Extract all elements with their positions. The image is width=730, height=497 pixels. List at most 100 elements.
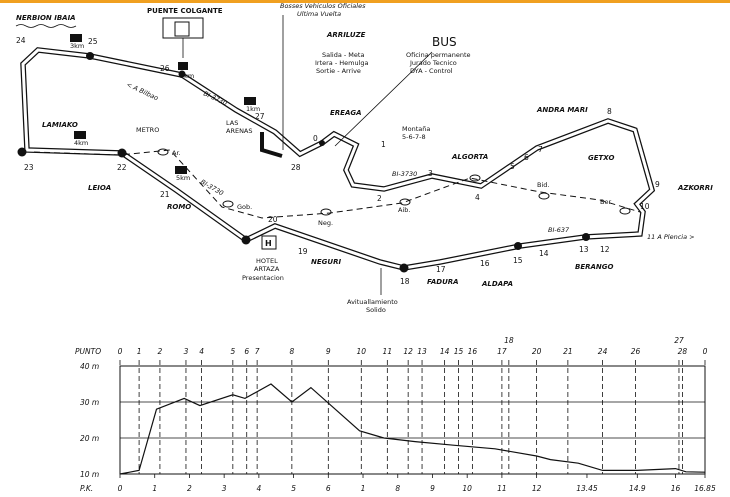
profile-pk-label: 16.85 (694, 484, 716, 493)
map (15, 15, 656, 295)
station-label-gob: Gob. (237, 203, 252, 211)
station-aib-icon (399, 198, 411, 206)
profile-punto-label: 15 (454, 347, 464, 356)
point-label-19: 19 (298, 247, 308, 256)
profile-pk-label: 4 (256, 484, 261, 493)
profile-pk-label: 13.45 (576, 484, 598, 493)
profile-top-axis-label: PUNTO (75, 347, 101, 356)
point-label-14: 14 (539, 249, 549, 258)
river-icon (15, 24, 77, 28)
label-montana: Montaña (402, 125, 430, 133)
profile-punto-label: 0 (118, 347, 123, 356)
label-montana-points: 5-6-7-8 (402, 133, 426, 141)
point-label-7: 7 (538, 145, 543, 154)
label-azkorri: AZKORRI (677, 184, 713, 192)
label-nerbion-ibaia: NERBION IBAIA (16, 14, 76, 22)
note-presentacion: Presentacion (242, 274, 284, 282)
label-metro: METRO (136, 126, 159, 134)
point-dot-20 (241, 235, 251, 245)
note-irtera: Irtera - Hemulga (315, 59, 369, 67)
km-label-1: 1km (246, 105, 260, 113)
profile-pk-label: 14.9 (629, 484, 646, 493)
point-label-8: 8 (607, 107, 612, 116)
km-flags (70, 34, 256, 174)
profile-punto-label: 13 (417, 347, 427, 356)
direction-bilbao: < A Bilbao (125, 81, 159, 103)
station-gob-icon (222, 200, 234, 208)
km-label-2: 2km (180, 72, 194, 80)
label-arenas: ARENAS (226, 127, 253, 135)
hotel-h-icon: H (265, 239, 272, 248)
profile-punto-label: 17 (497, 347, 507, 356)
profile-punto-label: 1 (137, 347, 142, 356)
profile-punto-label: 18 (504, 336, 514, 345)
profile-bottom-axis-label: P.K. (80, 484, 93, 493)
profile-frame (119, 365, 706, 475)
note-hotel: HOTEL (256, 257, 278, 265)
label-berango: BERANGO (575, 263, 614, 271)
point-label-13: 13 (579, 245, 589, 254)
note-sortie: Sortie - Arrive (316, 67, 361, 75)
point-label-9: 9 (655, 180, 660, 189)
profile-punto-label: 26 (631, 347, 641, 356)
profile-punto-label: 8 (289, 347, 294, 356)
direction-plencia: 11 A Plencia > (647, 233, 695, 241)
km-labels: 3km 2km 1km 4km 5km (70, 42, 260, 182)
point-label-3: 3 (428, 169, 433, 178)
km-flag-1-icon (244, 97, 256, 105)
profile-pk-label: 3 (222, 484, 227, 493)
label-neguri: NEGURI (311, 258, 341, 266)
note-salida: Salida - Meta (322, 51, 364, 59)
profile-punto-label: 12 (403, 347, 413, 356)
profile-punto-label: 5 (230, 347, 235, 356)
point-label-18: 18 (400, 277, 410, 286)
top-accent-bar (0, 0, 730, 3)
point-label-10: 10 (640, 202, 650, 211)
road-label-bi3730-a: BI-3730 (202, 90, 228, 108)
point-label-26: 26 (160, 64, 170, 73)
circuit-road-inner (21, 48, 654, 270)
point-label-0: 0 (313, 134, 318, 143)
km-label-4: 4km (74, 139, 88, 147)
point-label-25: 25 (88, 37, 98, 46)
station-label-bid: Bid. (537, 181, 549, 189)
label-aldapa: ALDAPA (481, 280, 513, 288)
circuit-road (20, 47, 656, 271)
profile-punto-label: 3 (184, 347, 189, 356)
note-avituallamiento: Avituallamiento (347, 298, 398, 306)
point-label-23: 23 (24, 163, 34, 172)
railway-line (33, 149, 641, 219)
road-label-bi637: BI-637 (548, 226, 570, 234)
point-label-5: 5 (510, 162, 515, 171)
point-label-22: 22 (117, 163, 127, 172)
note-bosses: Bosses Vehiculos Oficiales (280, 2, 366, 10)
point-label-17: 17 (436, 265, 446, 274)
label-fadura: FADURA (427, 278, 459, 286)
profile-punto-label: 6 (244, 347, 249, 356)
station-neg-icon (320, 208, 332, 216)
point-label-20: 20 (268, 215, 278, 224)
profile-punto-label: 28 (678, 347, 688, 356)
station-algorta-icon (469, 174, 481, 182)
profile-y-ticks: 40 m30 m20 m10 m (80, 362, 99, 479)
profile-pk-label: 1 (152, 484, 157, 493)
point-label-27: 27 (255, 112, 265, 121)
label-ereaga: EREAGA (330, 109, 362, 117)
point-label-24: 24 (16, 36, 26, 45)
station-label-ber: Ber. (600, 198, 613, 206)
profile-punto-label: 2 (158, 347, 163, 356)
point-label-16: 16 (480, 259, 490, 268)
profile-punto-label: 14 (440, 347, 450, 356)
station-label-ar: Ar. (172, 149, 181, 157)
profile-pk-label: 0 (118, 484, 123, 493)
profile-elevation-line (119, 383, 706, 475)
road-label-bi3730-c: BI-3730 (392, 170, 417, 178)
note-bus: BUS (432, 35, 457, 49)
note-artaza: ARTAZA (254, 265, 280, 273)
note-solido: Solido (366, 306, 386, 314)
km-flag-3-icon (70, 34, 82, 42)
profile-y-tick-label: 20 m (80, 434, 99, 443)
